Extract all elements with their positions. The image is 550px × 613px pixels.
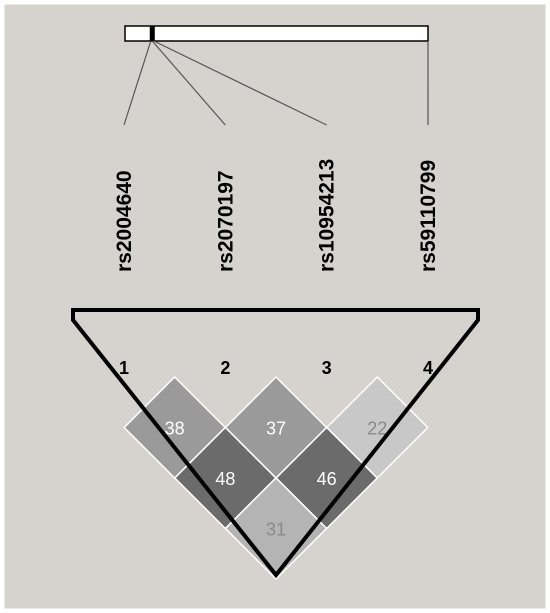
connector-line-1 [123, 40, 152, 126]
connector-lines [123, 40, 429, 126]
ld-cell-shape [224, 476, 328, 581]
ld-cell-value: 46 [317, 469, 337, 489]
snp-label-1: rs2004640 [113, 170, 136, 272]
ld-triangle-outline [71, 308, 480, 579]
marker-index-1: 1 [119, 358, 129, 378]
ld-cell-1-4: 31 [224, 476, 328, 581]
marker-ticks [149, 26, 429, 41]
ld-cell-value: 37 [266, 419, 286, 439]
marker-index-2: 2 [220, 358, 230, 378]
ld-cell-value: 31 [266, 520, 286, 540]
marker-index-4: 4 [423, 358, 433, 378]
ld-cell-value: 38 [165, 419, 185, 439]
ld-cell-value: 48 [215, 469, 235, 489]
ld-cells: 38 37 22 48 46 31 [123, 375, 429, 581]
snp-label-4: rs59110799 [417, 160, 440, 272]
snp-labels: rs2004640 rs2070197 rs10954213 rs59110799 [113, 159, 440, 272]
connector-line-2 [151, 40, 226, 126]
marker-indices: 1 2 3 4 [119, 358, 433, 378]
snp-label-2: rs2070197 [214, 170, 237, 272]
marker-index-3: 3 [322, 358, 332, 378]
snp-label-3: rs10954213 [316, 159, 339, 272]
connector-line-3 [153, 40, 327, 126]
ld-cell-value: 22 [367, 419, 387, 439]
region-bar [124, 25, 429, 42]
